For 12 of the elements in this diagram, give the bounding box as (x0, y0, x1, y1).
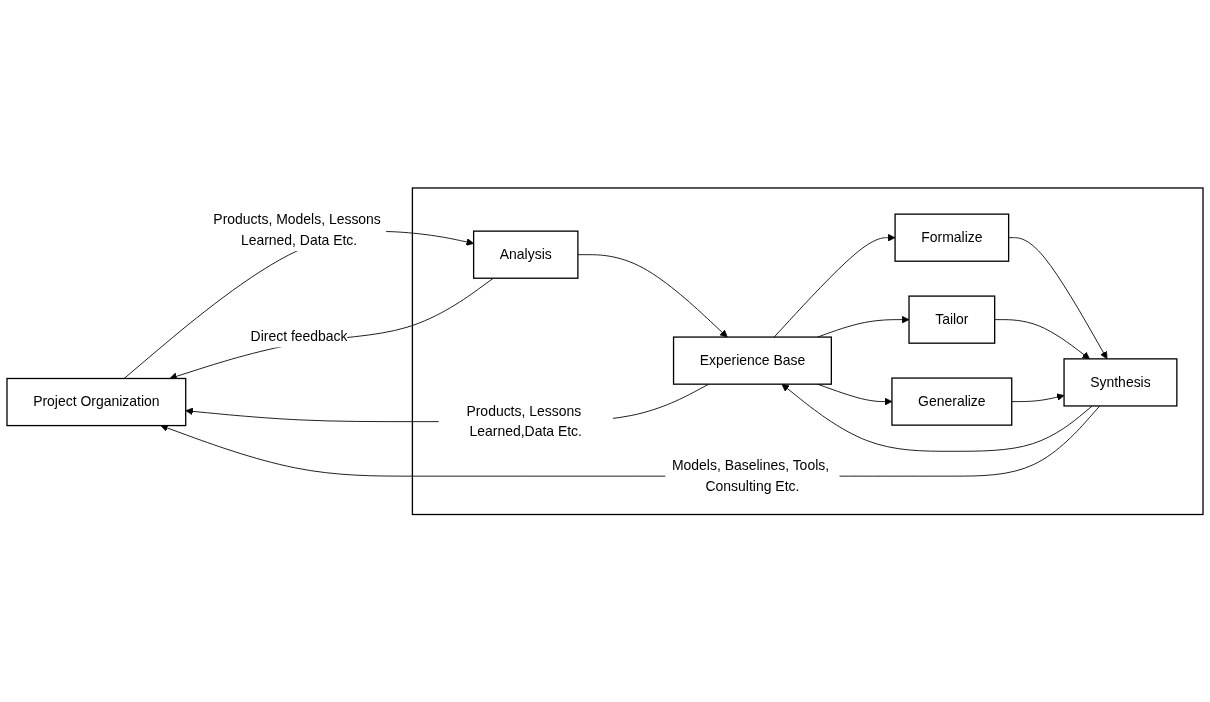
node-box: Project Organization (6, 377, 187, 426)
node-box: Formalize (894, 213, 1010, 262)
edge-label: Products, Lessons Learned,Data Etc. (466, 403, 582, 439)
edge-label: Models, Baselines, Tools, Consulting Etc. (671, 457, 830, 494)
cluster (411, 187, 1204, 515)
node-box: Analysis (472, 230, 579, 279)
node-box: Synthesis (1063, 357, 1178, 407)
edge-label: Direct feedback (250, 328, 348, 344)
edge-label: Products, Models, Lessons Learned, Data Etc. (213, 211, 381, 248)
node-box: Tailor (908, 295, 996, 344)
node-box: Experience Base (672, 336, 832, 385)
node-box: Generalize (891, 377, 1013, 426)
